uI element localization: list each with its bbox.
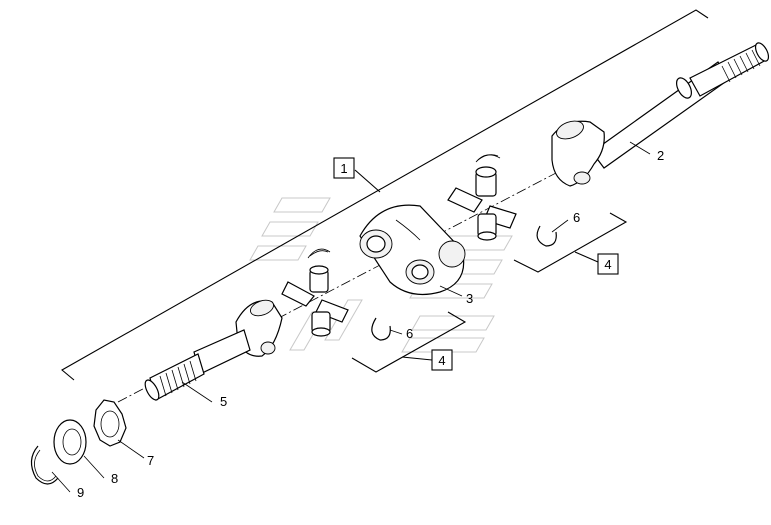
callout-4-lower: 4 xyxy=(431,349,453,371)
svg-text:1: 1 xyxy=(340,161,347,176)
callout-1: 1 xyxy=(333,157,355,179)
left-axle-shaft xyxy=(144,299,283,401)
assembly-bracket xyxy=(61,9,709,381)
subassembly-bracket-lower xyxy=(351,311,467,373)
callout-4-upper: 4 xyxy=(597,253,619,275)
subassembly-bracket-upper xyxy=(513,212,628,273)
spacer-plate xyxy=(53,419,87,465)
lower-universal-joint-cross xyxy=(281,248,349,337)
thrust-washer xyxy=(93,399,127,447)
upper-universal-joint-cross xyxy=(447,154,517,241)
callout-3: 3 xyxy=(466,291,473,306)
callout-8: 8 xyxy=(111,471,118,486)
svg-text:4: 4 xyxy=(604,257,611,272)
center-coupling-housing xyxy=(359,204,466,295)
svg-text:4: 4 xyxy=(438,353,445,368)
right-axle-shaft xyxy=(551,42,770,187)
callout-6-lower: 6 xyxy=(406,326,413,341)
leader-lines xyxy=(51,141,651,493)
callout-6-upper: 6 xyxy=(573,210,580,225)
callout-7: 7 xyxy=(147,453,154,468)
retaining-ring xyxy=(30,445,59,485)
snap-ring-lower xyxy=(371,317,391,341)
snap-ring-upper xyxy=(536,225,557,247)
callout-5: 5 xyxy=(220,394,227,409)
callout-2: 2 xyxy=(657,148,664,163)
callout-9: 9 xyxy=(77,485,84,500)
